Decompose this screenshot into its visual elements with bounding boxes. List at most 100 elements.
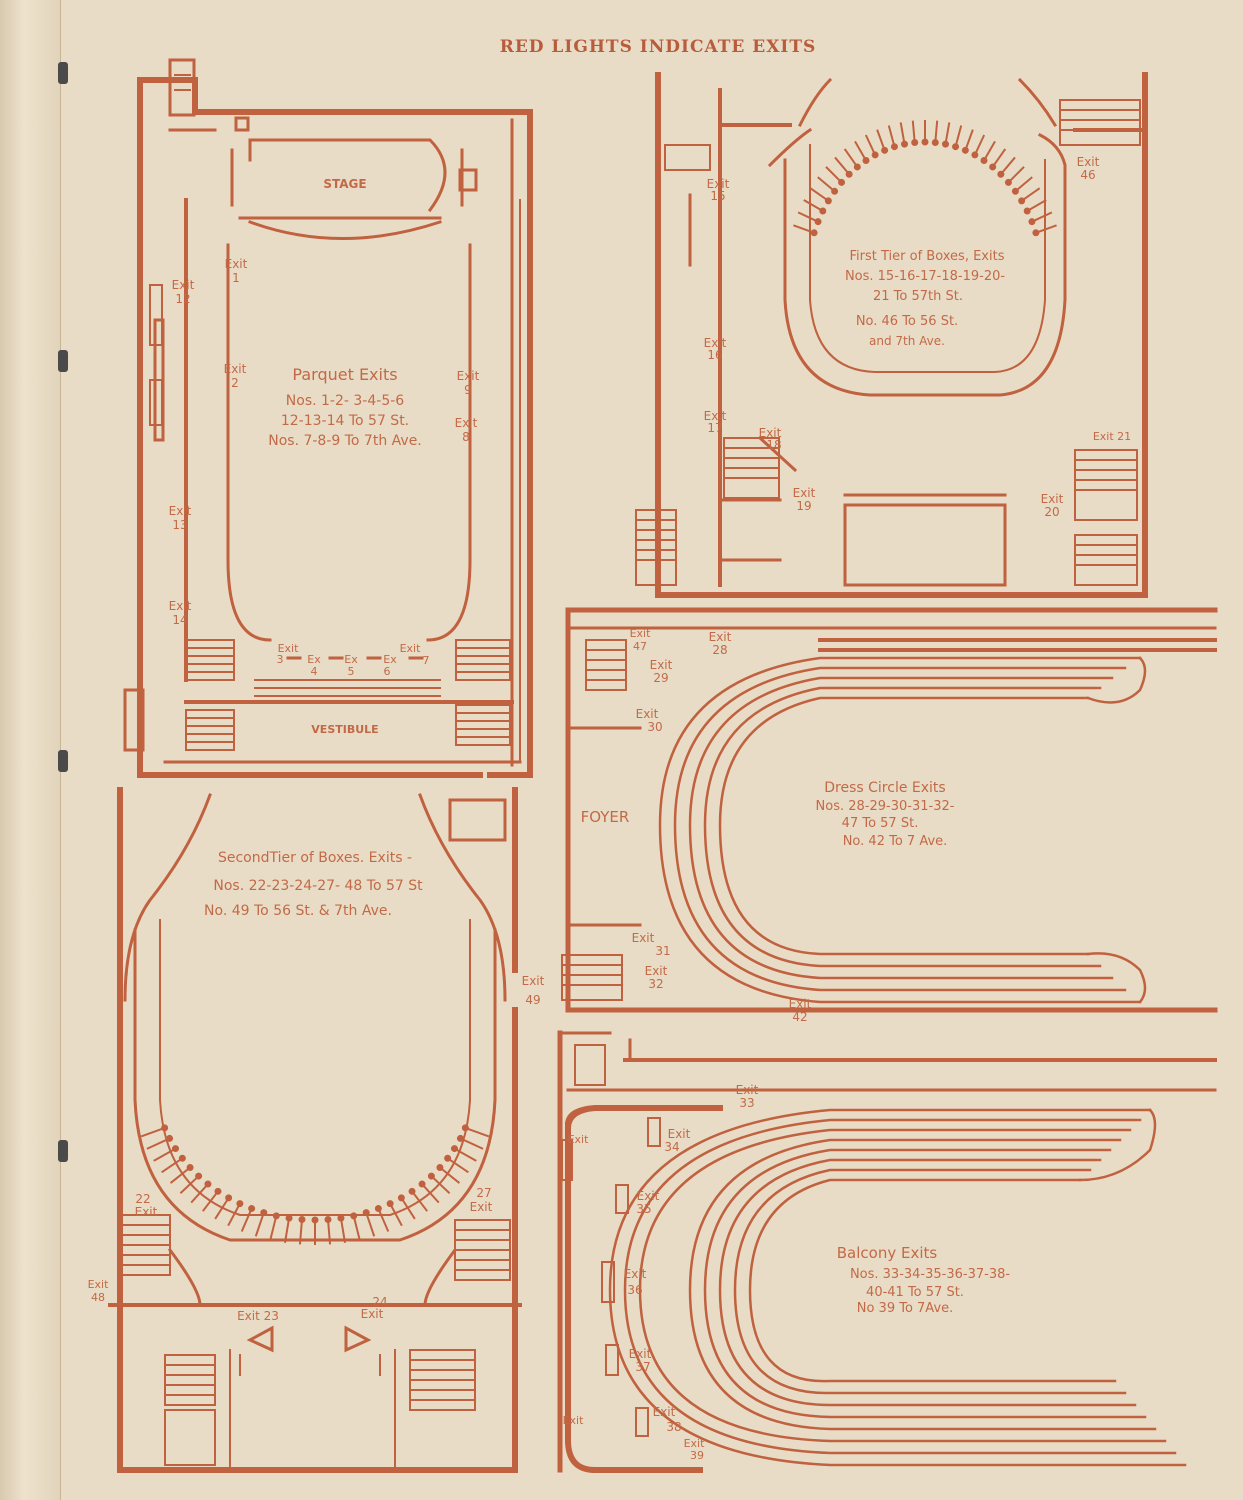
exit-29-label: Exit (650, 658, 673, 672)
box-seat (272, 1212, 280, 1220)
box-seat (952, 143, 960, 151)
box-partition (1021, 187, 1041, 202)
exit-13-number: 13 (172, 518, 187, 532)
exit-9-label: Exit (457, 369, 480, 383)
box-partition (809, 187, 829, 202)
box-seat (853, 163, 861, 171)
box-seat (1018, 197, 1026, 205)
exit-13-label: Exit (169, 504, 192, 518)
box-seat (911, 139, 919, 147)
exit-3-number: 3 (277, 653, 284, 666)
box-partition (887, 125, 896, 147)
exit-3-label: Exit (278, 642, 300, 655)
exit-7-label: Exit (400, 642, 422, 655)
exit-21-label: Exit 21 (1093, 430, 1131, 443)
exit-6-number: 6 (384, 665, 391, 678)
box-seat (178, 1154, 186, 1162)
box-partition (465, 1126, 490, 1138)
exit-18-label: Exit (759, 426, 782, 440)
exit-17-label: Exit (704, 409, 727, 423)
box-partition (352, 1215, 361, 1241)
first-tier-title: First Tier of Boxes, Exits (850, 249, 1005, 264)
box-seat (890, 143, 898, 151)
box-seat (427, 1172, 435, 1180)
box-seat (161, 1124, 169, 1132)
exit-4-label: Ex (307, 653, 321, 666)
page-header: RED LIGHTS INDICATE EXITS (500, 37, 817, 57)
box-partition (161, 1157, 183, 1174)
box-seat (971, 151, 979, 159)
box-seat (450, 1145, 458, 1153)
box-seat (1028, 218, 1036, 226)
box-seat (961, 146, 969, 154)
box-seat (931, 139, 939, 147)
exit-33-number: 33 (739, 1096, 754, 1110)
box-seat (1032, 229, 1040, 237)
box-partition (797, 211, 819, 223)
exit-7-number: 7 (423, 654, 430, 667)
box-seat (337, 1214, 345, 1222)
balcony-line-3: No 39 To 7Ave. (857, 1301, 954, 1316)
box-seat (461, 1124, 469, 1132)
box-partition (365, 1212, 376, 1237)
exit-8-number: 8 (462, 430, 470, 444)
box-seat (172, 1145, 180, 1153)
exit-39-number: 39 (690, 1449, 704, 1462)
parquet-exits-title: Parquet Exits (292, 365, 397, 384)
foyer-label: FOYER (581, 808, 630, 826)
second-tier-title: SecondTier of Boxes. Exits - (218, 850, 412, 866)
dress-circle-title: Dress Circle Exits (824, 780, 945, 796)
box-seat (862, 156, 870, 164)
box-partition (911, 120, 916, 143)
box-seat (285, 1214, 293, 1222)
box-seat (1004, 178, 1012, 186)
box-partition (944, 122, 951, 145)
parquet-exits-line-1: Nos. 1-2- 3-4-5-6 (286, 393, 404, 409)
box-seat (941, 140, 949, 148)
box-partition (934, 120, 939, 143)
dress-circle-line-1: Nos. 28-29-30-31-32- (816, 799, 955, 814)
box-partition (964, 129, 974, 151)
box-seat (248, 1205, 256, 1213)
box-partition (327, 1219, 332, 1245)
first-tier-line-2: 21 To 57th St. (873, 289, 963, 304)
box-seat (350, 1212, 358, 1220)
box-partition (1035, 224, 1057, 234)
box-partition (793, 224, 815, 234)
exit-2-label: Exit (224, 362, 247, 376)
exit-14-number: 14 (172, 613, 187, 627)
balcony-title: Balcony Exits (837, 1244, 938, 1262)
exit-32-number: 32 (648, 977, 663, 991)
exit-46-label: Exit (1077, 155, 1100, 169)
box-partition (389, 1203, 403, 1227)
exit-22-number: 22 (135, 1192, 150, 1206)
box-partition (190, 1183, 209, 1204)
box-seat (871, 151, 879, 159)
binding-hole (58, 1140, 68, 1162)
exit-46-number: 46 (1080, 168, 1095, 182)
box-partition (214, 1197, 230, 1220)
exit-35-number: 35 (636, 1202, 651, 1216)
box-partition (843, 148, 859, 168)
box-partition (817, 176, 836, 193)
box-seat (408, 1187, 416, 1195)
exit-49-number: 49 (525, 993, 540, 1007)
box-seat (298, 1216, 306, 1224)
exit-23-label: Exit 23 (237, 1309, 279, 1323)
exit-34-label: Exit (668, 1127, 691, 1141)
box-partition (991, 148, 1007, 168)
exit-37-number: 37 (635, 1360, 650, 1374)
box-seat (362, 1209, 370, 1217)
box-partition (254, 1212, 265, 1237)
box-partition (284, 1217, 291, 1243)
parquet-exits-line-3: Nos. 7-8-9 To 7th Ave. (268, 433, 422, 449)
exit-1-label: Exit (225, 257, 248, 271)
exit-2-number: 2 (231, 376, 239, 390)
exit-5-number: 5 (348, 665, 355, 678)
binding-hole (58, 750, 68, 772)
exit-12-number: 12 (175, 292, 190, 306)
box-partition (983, 140, 996, 161)
exit-5-label: Ex (344, 653, 358, 666)
exit-35-label: Exit (637, 1189, 660, 1203)
